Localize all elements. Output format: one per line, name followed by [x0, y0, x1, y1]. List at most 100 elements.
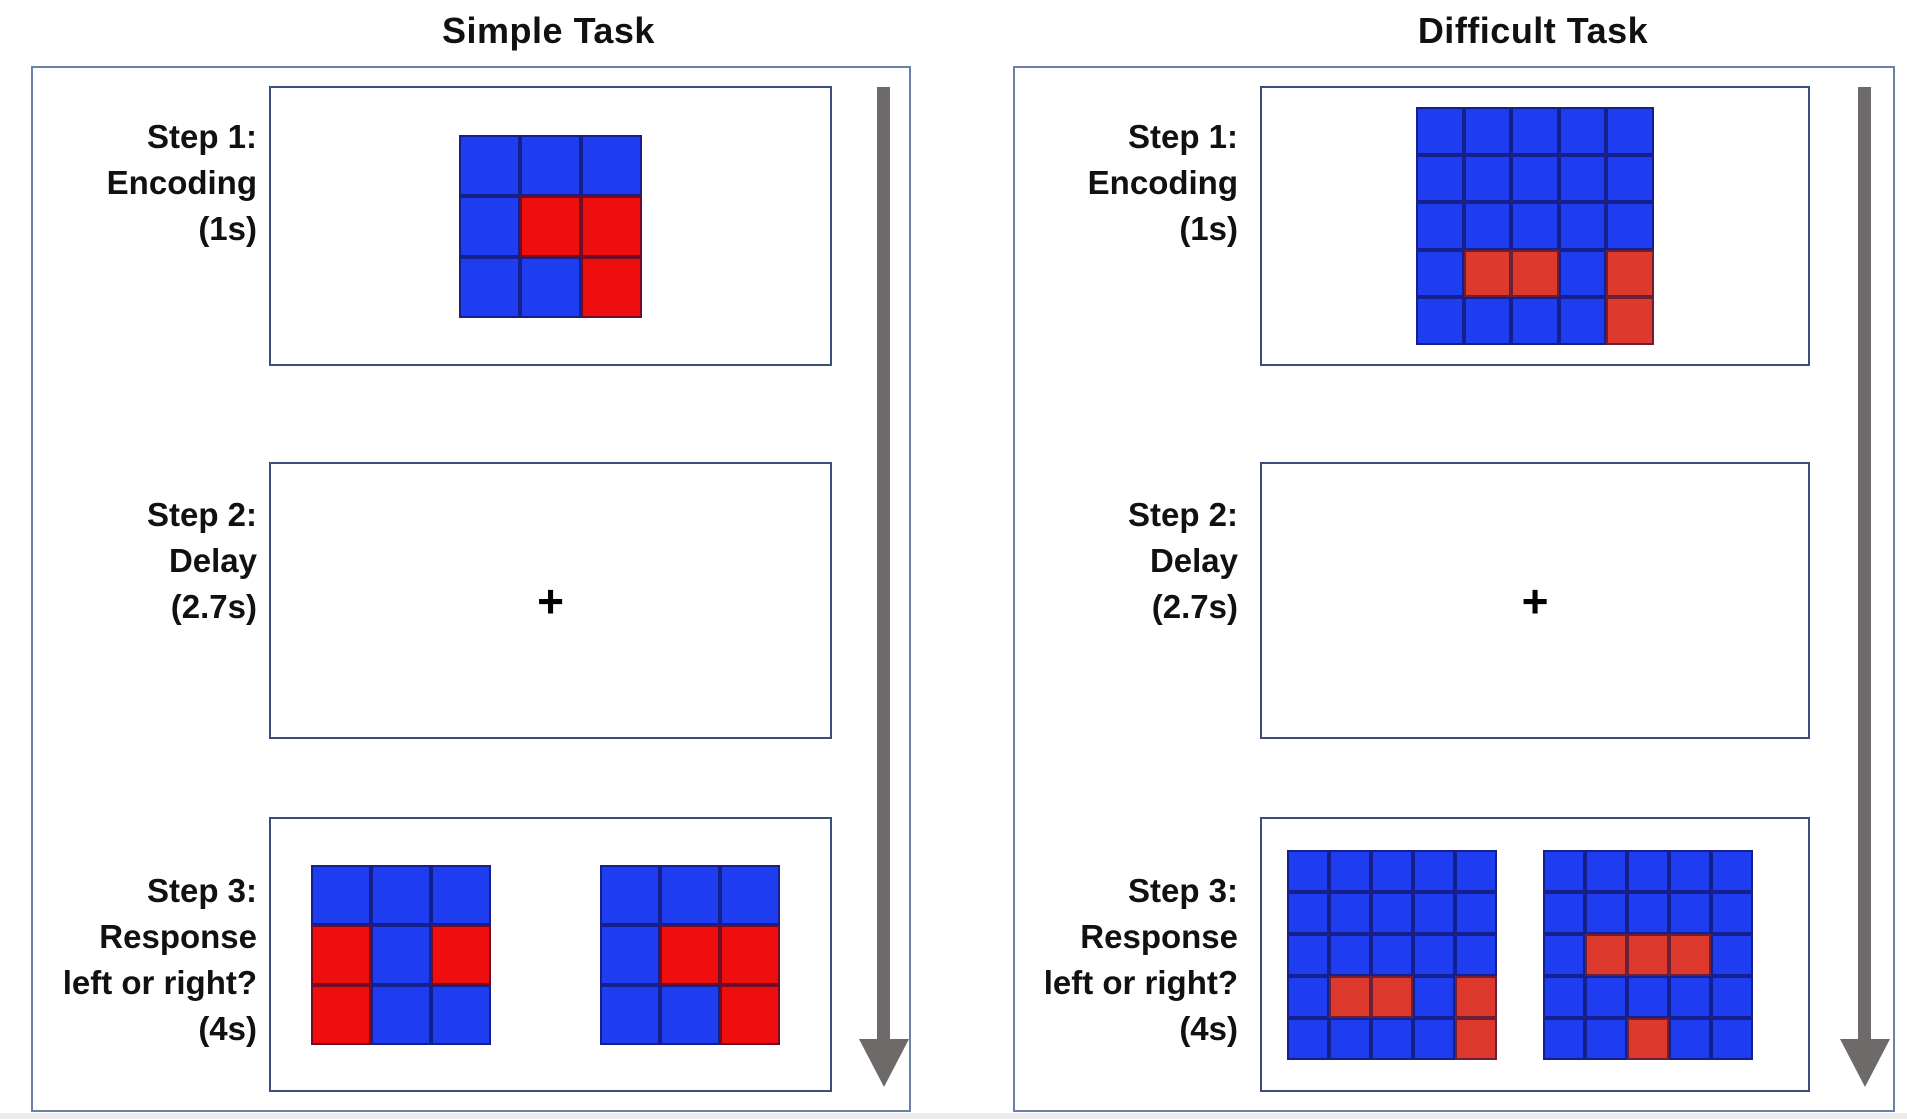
grid-cell-red	[581, 256, 642, 318]
figure-bottom-edge	[0, 1113, 1907, 1119]
timeline-arrow-down-icon	[1840, 1039, 1890, 1087]
grid-cell-blue	[1287, 849, 1329, 892]
grid-cell-blue	[1287, 933, 1329, 976]
grid-cell-blue	[1371, 849, 1413, 892]
grid-cell-red	[1606, 297, 1654, 345]
simple-step2-label: Step 2: Delay (2.7s)	[45, 492, 257, 630]
simple-task-title: Simple Task	[442, 10, 655, 51]
simple-delay-screen: +	[269, 462, 832, 739]
grid-cell-blue	[311, 864, 371, 925]
grid-cell-blue	[1711, 975, 1753, 1018]
grid-cell-blue	[1416, 249, 1464, 298]
grid-cell-blue	[1287, 891, 1329, 934]
grid-cell-blue	[1627, 975, 1669, 1018]
difficult-step1-label: Step 1: Encoding (1s)	[1023, 114, 1238, 252]
grid-cell-red	[581, 195, 642, 257]
difficult-delay-screen: +	[1260, 462, 1810, 739]
step-label-line: Delay	[1149, 542, 1238, 579]
step-label-line: (2.7s)	[170, 588, 257, 625]
grid-cell-red	[1455, 975, 1497, 1018]
grid-cell-red	[720, 924, 780, 985]
grid-cell-blue	[1543, 933, 1585, 976]
grid-cell-blue	[1371, 1017, 1413, 1060]
simple-encoding-screen	[269, 86, 832, 366]
grid-cell-blue	[1711, 849, 1753, 892]
grid-cell-blue	[1711, 933, 1753, 976]
grid-cell-blue	[1511, 202, 1559, 250]
grid-cell-blue	[1711, 1017, 1753, 1060]
grid-cell-blue	[1585, 849, 1627, 892]
grid-cell-blue	[1416, 107, 1464, 155]
grid-cell-blue	[1416, 202, 1464, 250]
grid-cell-blue	[459, 195, 520, 257]
step-label-line: Step 2:	[146, 496, 257, 533]
step-label-line: left or right?	[62, 964, 257, 1001]
step-label-line: Encoding	[1087, 164, 1238, 201]
grid-cell-blue	[431, 864, 491, 925]
grid-cell-blue	[1463, 107, 1512, 155]
grid-cell-red	[311, 924, 371, 985]
grid-cell-blue	[1669, 891, 1711, 934]
grid-cell-blue	[431, 984, 491, 1045]
grid-cell-blue	[1329, 933, 1371, 976]
grid-cell-blue	[459, 134, 520, 196]
grid-cell-blue	[1585, 975, 1627, 1018]
simple-step3-label: Step 3: Response left or right? (4s)	[45, 868, 257, 1052]
grid-cell-blue	[1543, 1017, 1585, 1060]
difficult-task-panel: Step 1: Encoding (1s) Step 2: Delay (2.7…	[1013, 66, 1895, 1112]
difficult-task-title: Difficult Task	[1417, 10, 1649, 51]
difficult-encoding-screen	[1260, 86, 1810, 366]
step-label-line: (1s)	[1179, 210, 1238, 247]
grid-cell-red	[431, 924, 491, 985]
timeline-arrow-shaft	[1858, 87, 1871, 1039]
grid-cell-blue	[520, 134, 581, 196]
fixation-cross: +	[1521, 574, 1549, 627]
grid-cell-blue	[1627, 891, 1669, 934]
grid-cell-blue	[371, 984, 431, 1045]
grid-cell-blue	[1558, 249, 1607, 298]
grid-cell-blue	[1287, 1017, 1329, 1060]
step-label-line: (2.7s)	[1151, 588, 1238, 625]
grid-cell-blue	[1511, 154, 1559, 203]
grid-cell-blue	[520, 256, 581, 318]
grid-cell-blue	[660, 984, 720, 1045]
difficult-step2-label: Step 2: Delay (2.7s)	[1023, 492, 1238, 630]
grid-cell-blue	[1585, 891, 1627, 934]
grid-cell-blue	[1669, 849, 1711, 892]
grid-cell-blue	[600, 864, 660, 925]
grid-cell-blue	[600, 924, 660, 985]
step-label-line: Encoding	[106, 164, 257, 201]
grid-cell-blue	[1627, 849, 1669, 892]
grid-cell-blue	[660, 864, 720, 925]
grid-cell-blue	[1413, 933, 1455, 976]
grid-cell-blue	[1558, 297, 1607, 345]
step-label-line: Step 3:	[146, 872, 257, 909]
grid-cell-blue	[1511, 297, 1559, 345]
grid-cell-blue	[1606, 202, 1654, 250]
simple-encoding-grid	[459, 134, 642, 318]
simple-task-panel: Step 1: Encoding (1s) Step 2: Delay (2.7…	[31, 66, 911, 1112]
grid-cell-red	[720, 984, 780, 1045]
step-label-line: left or right?	[1043, 964, 1238, 1001]
grid-cell-blue	[1558, 154, 1607, 203]
grid-cell-blue	[1413, 1017, 1455, 1060]
grid-cell-red	[1585, 933, 1627, 976]
grid-cell-blue	[1329, 891, 1371, 934]
grid-cell-red	[1511, 249, 1559, 298]
grid-cell-blue	[720, 864, 780, 925]
grid-cell-red	[311, 984, 371, 1045]
grid-cell-blue	[1455, 891, 1497, 934]
grid-cell-blue	[1413, 849, 1455, 892]
grid-cell-blue	[1558, 107, 1607, 155]
grid-cell-blue	[1416, 154, 1464, 203]
timeline-arrow-shaft	[877, 87, 890, 1039]
step-label-line: Step 1:	[1127, 118, 1238, 155]
grid-cell-blue	[1455, 849, 1497, 892]
step-label-line: (4s)	[1179, 1010, 1238, 1047]
grid-cell-red	[520, 195, 581, 257]
grid-cell-blue	[1511, 107, 1559, 155]
step-label-line: Response	[99, 918, 257, 955]
grid-cell-blue	[581, 134, 642, 196]
grid-cell-blue	[371, 864, 431, 925]
grid-cell-red	[1329, 975, 1371, 1018]
